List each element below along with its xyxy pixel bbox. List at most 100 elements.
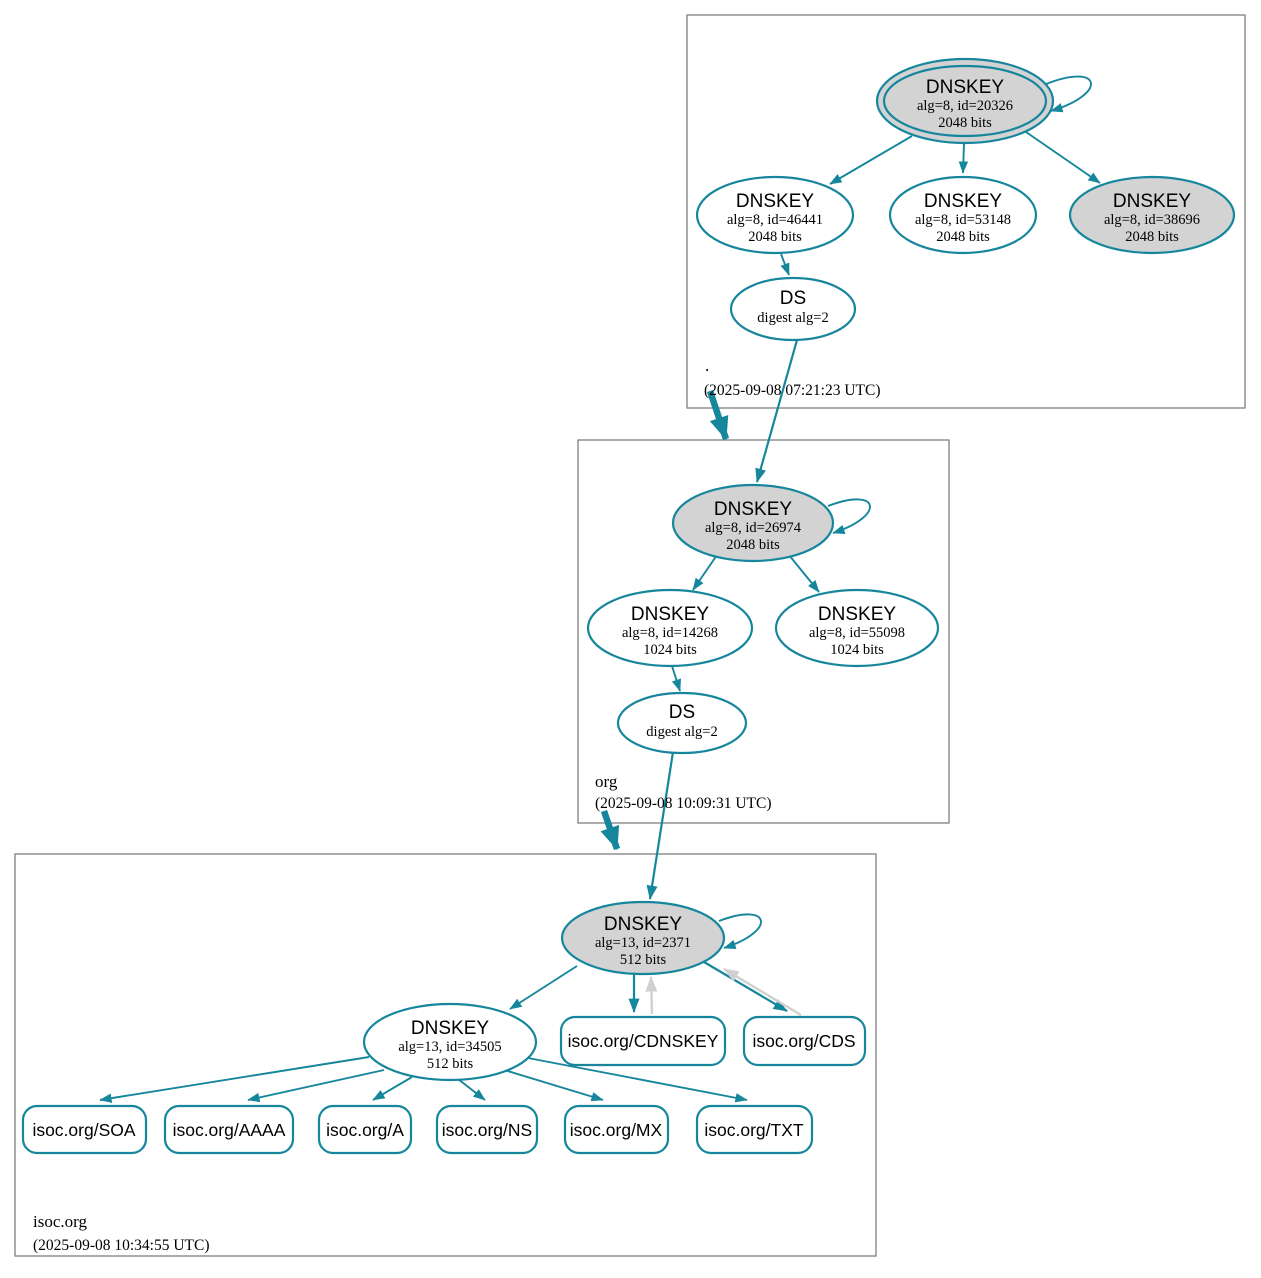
org-zone-label: org: [595, 772, 618, 791]
dnskey-26974-title: DNSKEY: [714, 499, 792, 520]
rrset-ns-node[interactable]: isoc.org/NS: [435, 1104, 539, 1155]
dnskey-2371-detail: alg=13, id=2371: [595, 935, 691, 951]
dnskey-14268-ellipse[interactable]: [586, 588, 754, 668]
rrset-cdnskey-label: isoc.org/CDNSKEY: [568, 1031, 719, 1051]
dnskey-38696-detail: alg=8, id=38696: [1104, 212, 1200, 228]
dnskey-26974-node[interactable]: DNSKEY alg=8, id=26974 2048 bits: [671, 483, 835, 563]
dnskey-2371-title: DNSKEY: [604, 914, 682, 935]
rrset-cdnskey-node[interactable]: isoc.org/CDNSKEY: [559, 1015, 727, 1067]
dnskey-34505-node[interactable]: DNSKEY alg=13, id=34505 512 bits: [362, 1002, 538, 1082]
dnskey-53148-ellipse[interactable]: [888, 175, 1038, 255]
edge-46441-ds-root: [780, 253, 790, 276]
dnskey-20326-bits: 2048 bits: [938, 115, 992, 131]
dnskey-53148-title: DNSKEY: [924, 191, 1002, 212]
rrset-cds-node[interactable]: isoc.org/CDS: [742, 1015, 867, 1067]
rrset-soa-rect[interactable]: [21, 1104, 148, 1155]
rrset-txt-rect[interactable]: [695, 1104, 814, 1155]
root-zone-label: .: [705, 356, 709, 375]
ds-root-ellipse[interactable]: [729, 276, 857, 342]
ds-root-detail: digest alg=2: [757, 310, 828, 326]
root-zone-timestamp: (2025-09-08 07:21:23 UTC): [704, 382, 881, 399]
rrset-cdnskey-rect[interactable]: [559, 1015, 727, 1067]
isoc-zone-label: isoc.org: [33, 1212, 87, 1231]
dnskey-14268-detail: alg=8, id=14268: [622, 625, 718, 641]
dnskey-53148-bits: 2048 bits: [936, 229, 990, 245]
rrset-aaaa-node[interactable]: isoc.org/AAAA: [163, 1104, 295, 1155]
dnskey-34505-detail: alg=13, id=34505: [398, 1039, 501, 1055]
dnskey-53148-node[interactable]: DNSKEY alg=8, id=53148 2048 bits: [888, 175, 1038, 255]
dnskey-2371-node[interactable]: DNSKEY alg=13, id=2371 512 bits: [560, 900, 726, 976]
dnskey-46441-bits: 2048 bits: [748, 229, 802, 245]
dnskey-2371-bits: 512 bits: [620, 952, 667, 968]
dnskey-38696-ellipse[interactable]: [1068, 175, 1236, 255]
rrset-ns-label: isoc.org/NS: [442, 1120, 532, 1140]
org-zone-timestamp: (2025-09-08 10:09:31 UTC): [595, 795, 772, 812]
dnskey-34505-bits: 512 bits: [427, 1056, 474, 1072]
dnskey-55098-detail: alg=8, id=55098: [809, 625, 905, 641]
rrset-a-node[interactable]: isoc.org/A: [317, 1104, 413, 1155]
edge-cdnskey-2371-gray: [645, 976, 658, 1015]
rrset-aaaa-rect[interactable]: [163, 1104, 295, 1155]
rrset-soa-node[interactable]: isoc.org/SOA: [21, 1104, 148, 1155]
dnskey-55098-node[interactable]: DNSKEY alg=8, id=55098 1024 bits: [774, 588, 940, 668]
rrset-soa-label: isoc.org/SOA: [32, 1120, 135, 1140]
rrset-aaaa-label: isoc.org/AAAA: [173, 1120, 286, 1140]
dnskey-26974-bits: 2048 bits: [726, 537, 780, 553]
rrset-txt-node[interactable]: isoc.org/TXT: [695, 1104, 814, 1155]
edge-20326-38696: [1025, 131, 1101, 184]
ds-root-node[interactable]: DS digest alg=2: [729, 276, 857, 342]
isoc-zone-timestamp: (2025-09-08 10:34:55 UTC): [33, 1237, 210, 1254]
edge-zone-root-to-org: [706, 389, 730, 441]
dnskey-55098-title: DNSKEY: [818, 604, 896, 625]
dnskey-38696-node[interactable]: DNSKEY alg=8, id=38696 2048 bits: [1068, 175, 1236, 255]
ds-org-node[interactable]: DS digest alg=2: [616, 691, 748, 755]
rrset-cds-rect[interactable]: [742, 1015, 867, 1067]
dnskey-26974-selfloop-edge: [827, 498, 871, 534]
dnskey-46441-detail: alg=8, id=46441: [727, 212, 823, 228]
edge-cds-2371-gray: [723, 967, 802, 1017]
ds-root-title: DS: [780, 288, 806, 309]
rrset-mx-rect[interactable]: [563, 1104, 670, 1155]
edge-26974-55098: [788, 554, 820, 593]
edge-14268-ds-org: [671, 665, 681, 692]
dnskey-38696-title: DNSKEY: [1113, 191, 1191, 212]
dnskey-14268-node[interactable]: DNSKEY alg=8, id=14268 1024 bits: [586, 588, 754, 668]
dnskey-26974-ellipse[interactable]: [671, 483, 835, 563]
rrset-cds-label: isoc.org/CDS: [752, 1031, 855, 1051]
rrset-mx-node[interactable]: isoc.org/MX: [563, 1104, 670, 1155]
dnskey-38696-bits: 2048 bits: [1125, 229, 1179, 245]
edge-2371-cds: [703, 961, 788, 1012]
dnskey-46441-node[interactable]: DNSKEY alg=8, id=46441 2048 bits: [695, 175, 855, 255]
dnskey-20326-node[interactable]: DNSKEY alg=8, id=20326 2048 bits: [875, 57, 1055, 145]
ds-org-detail: digest alg=2: [646, 724, 717, 740]
edge-ds-root-to-org-ksk: [755, 339, 799, 483]
edge-ds-org-to-isoc-ksk: [646, 751, 675, 900]
rrset-a-label: isoc.org/A: [326, 1120, 404, 1140]
ds-org-title: DS: [669, 702, 695, 723]
edge-34505-mx: [500, 1068, 604, 1102]
dnskey-26974-detail: alg=8, id=26974: [705, 520, 802, 536]
edge-2371-34505: [509, 965, 578, 1010]
rrset-ns-rect[interactable]: [435, 1104, 539, 1155]
dnskey-46441-title: DNSKEY: [736, 191, 814, 212]
dnskey-46441-ellipse[interactable]: [695, 175, 855, 255]
edge-34505-ns: [457, 1078, 486, 1101]
edge-20326-53148: [958, 142, 969, 174]
rrset-mx-label: isoc.org/MX: [570, 1120, 663, 1140]
dnskey-20326-detail: alg=8, id=20326: [917, 98, 1013, 114]
edge-26974-14268: [692, 554, 718, 591]
edge-34505-a: [372, 1076, 413, 1101]
dnskey-55098-ellipse[interactable]: [774, 588, 940, 668]
dnskey-20326-selfloop-edge: [1045, 75, 1092, 113]
edge-34505-soa: [99, 1056, 370, 1103]
rrset-a-rect[interactable]: [317, 1104, 413, 1155]
dnskey-55098-bits: 1024 bits: [830, 642, 884, 658]
ds-org-ellipse[interactable]: [616, 691, 748, 755]
rrset-txt-label: isoc.org/TXT: [704, 1120, 803, 1140]
dnskey-14268-bits: 1024 bits: [643, 642, 697, 658]
dnskey-2371-ellipse[interactable]: [560, 900, 726, 976]
dnskey-53148-detail: alg=8, id=53148: [915, 212, 1011, 228]
edge-zone-org-to-isoc: [600, 809, 621, 851]
dnskey-34505-ellipse[interactable]: [362, 1002, 538, 1082]
